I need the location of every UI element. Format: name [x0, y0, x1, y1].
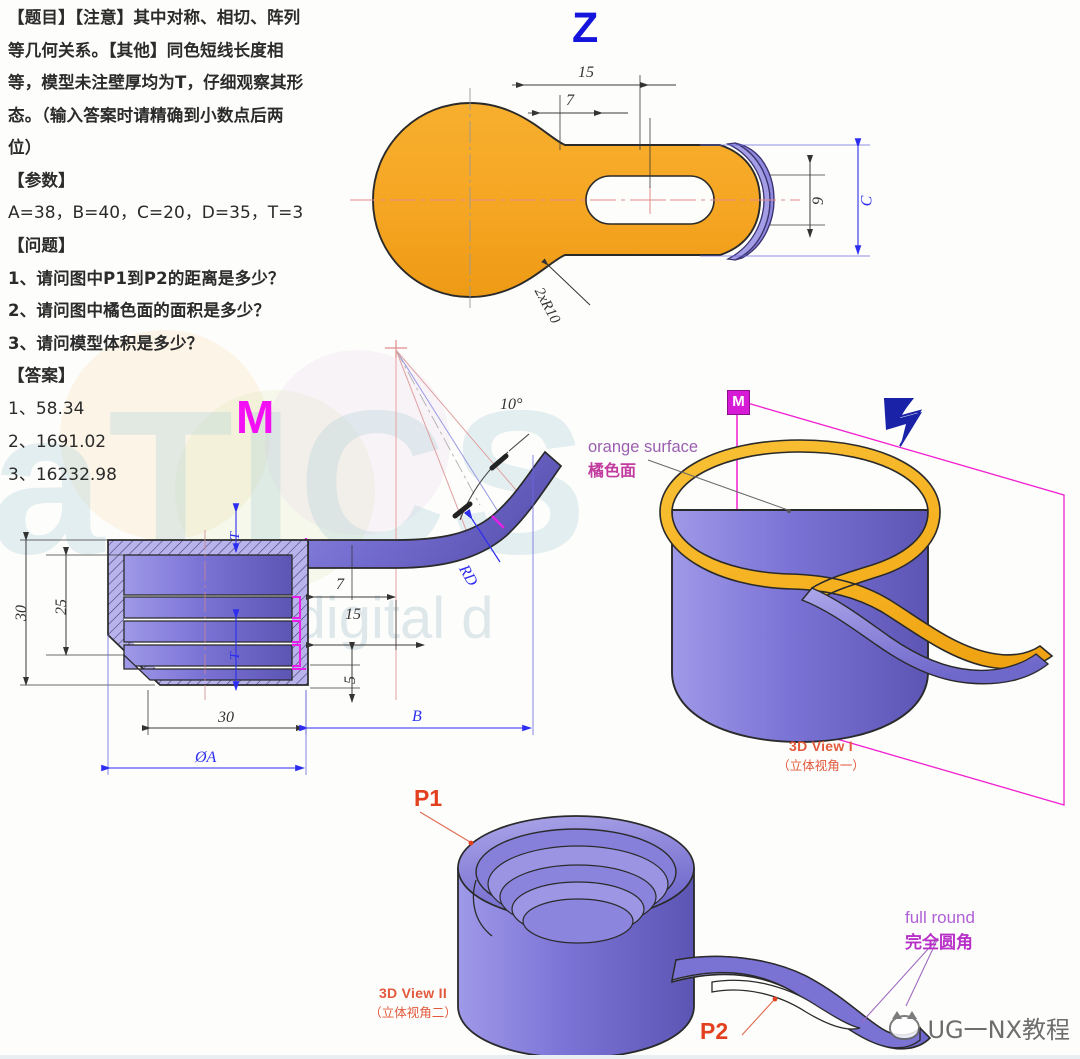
full-round-callout: full round 完全圆角 — [905, 908, 975, 953]
point-p2-label: P2 — [700, 1018, 729, 1044]
dim-30-bottom: 30 — [218, 709, 234, 726]
params-values: A=38，B=40，C=20，D=35，T=3 — [8, 203, 304, 223]
dim-7-section: 7 — [336, 576, 344, 593]
question-item: 3、请问模型体积是多少？ — [8, 333, 204, 353]
view3d-2-title-en: 3D View II — [378, 985, 448, 1001]
section-flag-m-label: M — [732, 393, 745, 410]
full-round-callout-en: full round — [905, 908, 975, 927]
point-p1-label: P1 — [414, 785, 443, 811]
section-view-dimensions — [20, 455, 534, 775]
dim-15-top: 15 — [578, 64, 594, 81]
answer-item: 2、1691.02 — [8, 431, 107, 452]
dim-angle-10deg: 10° — [500, 396, 523, 413]
dim-30-outer: 30 — [13, 605, 30, 621]
section-view-geometry — [107, 340, 563, 700]
view-direction-m-symbol: M — [236, 391, 275, 443]
problem-line: 位） — [8, 138, 42, 157]
answers-heading: 【答案】 — [8, 366, 75, 385]
dim-phi-a: ØA — [195, 749, 217, 766]
top-view-dimensions — [512, 75, 870, 306]
dim-c-top: C — [858, 195, 876, 207]
dim-9-top: 9 — [810, 197, 827, 205]
answer-item: 1、58.34 — [8, 398, 85, 419]
channel-watermark: UG一NX教程 — [889, 1010, 1070, 1045]
bottom-divider — [0, 1055, 1080, 1059]
section-flag-m: M — [727, 390, 750, 415]
questions-heading: 【问题】 — [8, 236, 75, 255]
full-round-callout-cn: 完全圆角 — [905, 933, 973, 952]
problem-line: 等几何关系。【其他】同色短线长度相 — [8, 40, 284, 60]
dim-15-section: 15 — [345, 606, 361, 623]
view-direction-z-symbol: Z — [572, 4, 599, 52]
question-item: 1、请问图中P1到P2的距离是多少？ — [8, 268, 285, 288]
problem-line: 等，模型未注壁厚均为T，仔细观察其形 — [8, 73, 304, 92]
view3d-1-title-cn: （立体视角一） — [777, 759, 865, 773]
dim-7-top: 7 — [566, 92, 574, 109]
view3d-1-title-en: 3D View I — [789, 738, 853, 754]
view3d-1-geometry — [647, 398, 1065, 806]
dim-5-section: 5 — [342, 676, 359, 684]
problem-line: 【题目】【注意】其中对称、相切、阵列 — [8, 8, 301, 27]
channel-watermark-label: UG一NX教程 — [927, 1016, 1070, 1044]
params-heading: 【参数】 — [8, 170, 75, 190]
dim-t-bottom: T — [227, 652, 243, 660]
dim-b-section: B — [412, 708, 422, 725]
view3d-2-geometry — [419, 811, 939, 1059]
problem-statement: 【题目】【注意】其中对称、相切、阵列 等几何关系。【其他】同色短线长度相 等，模… — [8, 2, 353, 492]
dim-t-top: T — [227, 532, 243, 540]
question-item: 2、请问图中橘色面的面积是多少？ — [8, 301, 271, 320]
top-view-geometry — [350, 88, 800, 312]
orange-surface-callout-cn: 橘色面 — [588, 463, 637, 480]
orange-surface-callout: orange surface 橘色面 — [588, 438, 698, 481]
view3d-2-title: 3D View II （立体视角二） — [348, 985, 478, 1021]
orange-surface-callout-en: orange surface — [588, 438, 699, 456]
answer-item: 3、16232.98 — [8, 464, 117, 485]
view3d-1-title: 3D View I （立体视角一） — [756, 738, 886, 774]
cat-logo-icon — [889, 1011, 921, 1040]
dim-25: 25 — [53, 599, 70, 615]
problem-line: 态。（输入答案时请精确到小数点后两 — [8, 105, 284, 125]
view3d-2-title-cn: （立体视角二） — [369, 1006, 457, 1020]
